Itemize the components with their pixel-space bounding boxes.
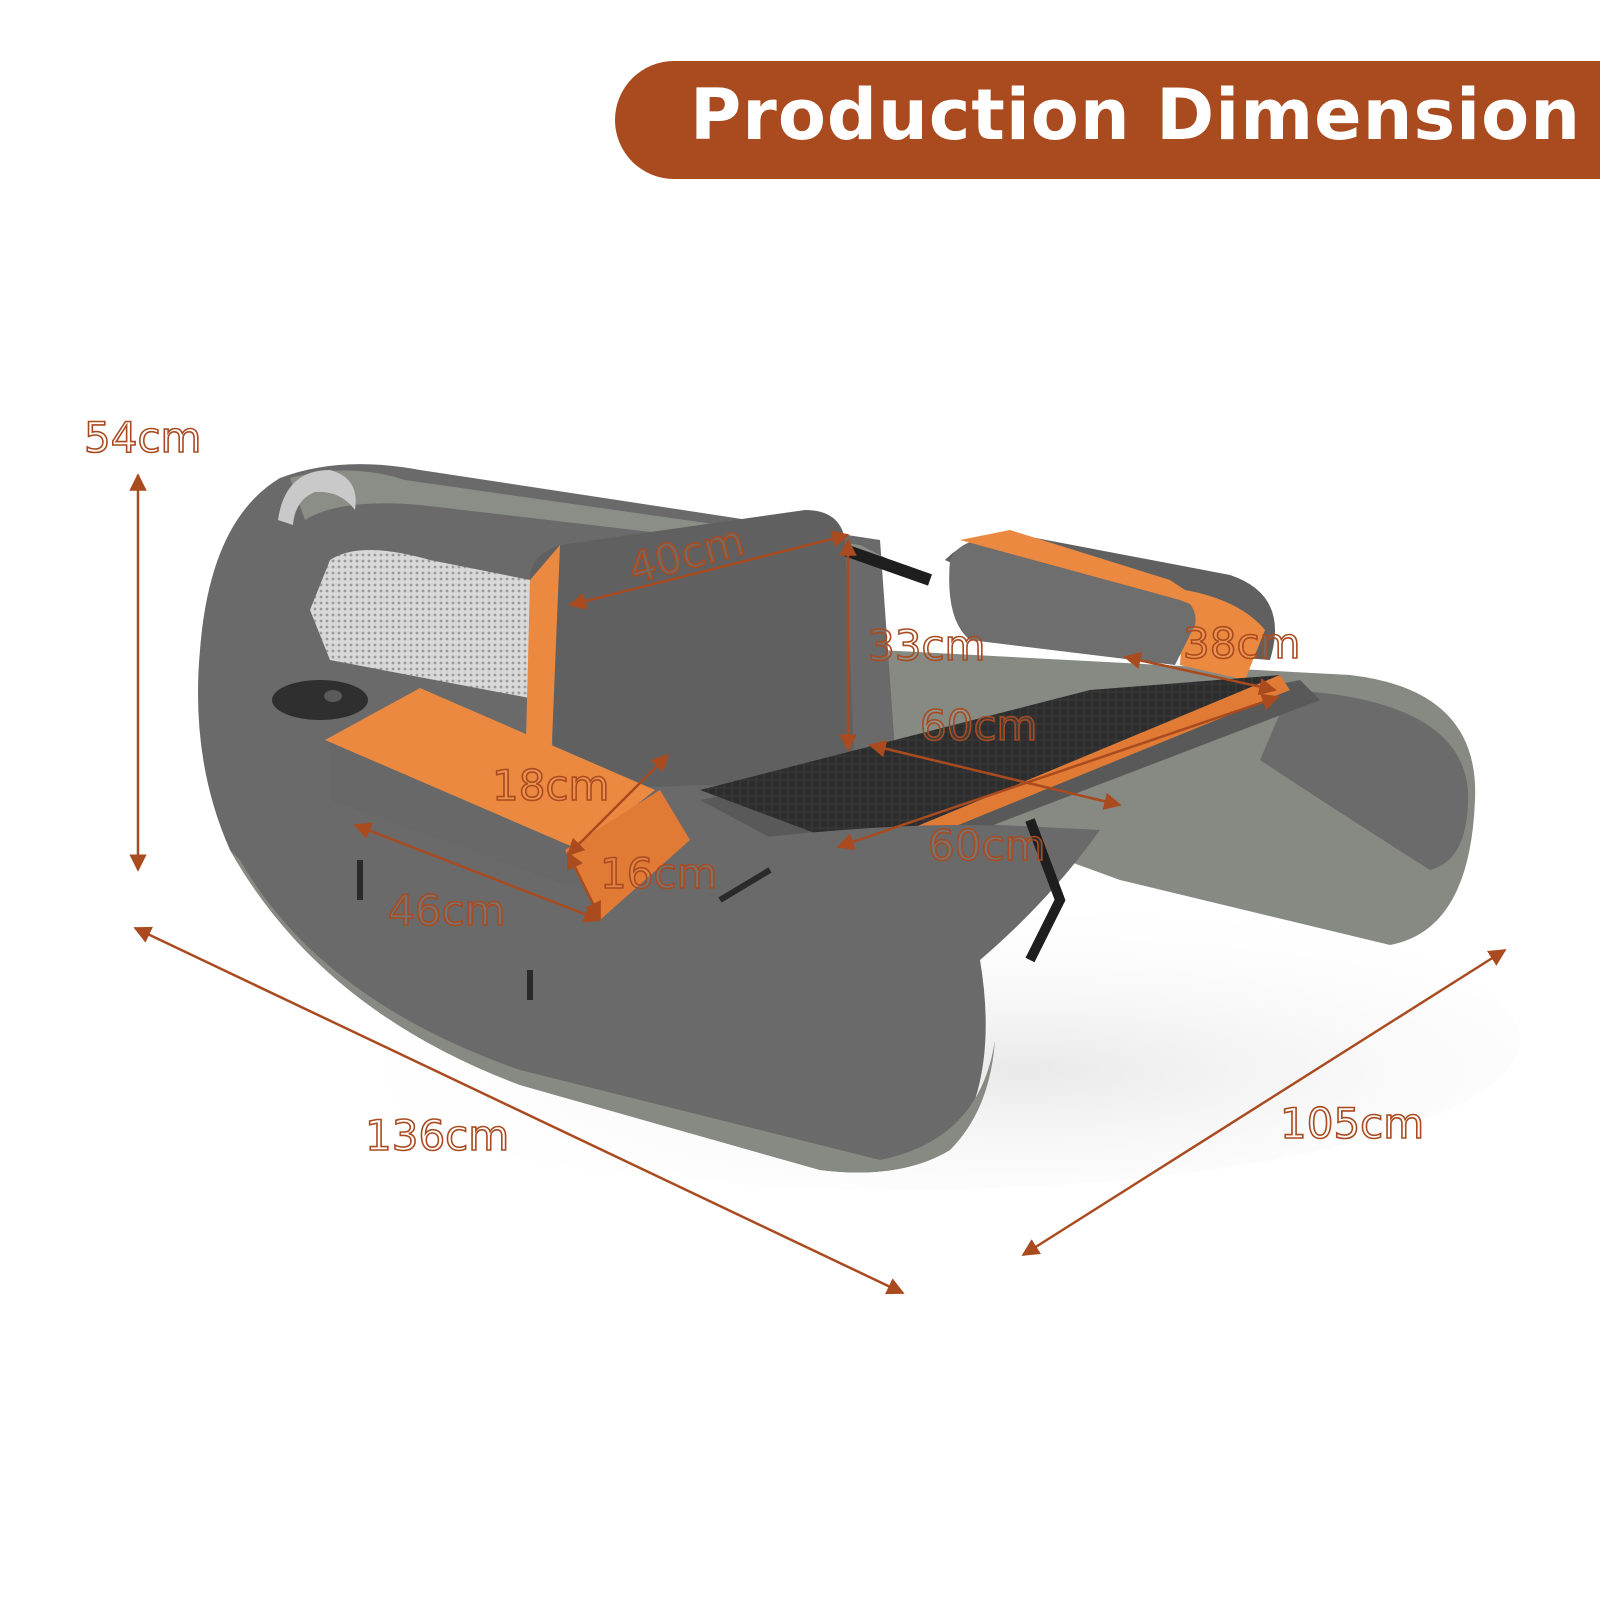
page-title: Production Dimension (690, 74, 1582, 156)
mesh-window (310, 550, 540, 700)
carry-handle (278, 470, 356, 525)
height-label: 54cm (84, 413, 201, 462)
right-armrest (949, 540, 1196, 665)
pocket-depth-label: 16cm (600, 849, 717, 898)
length-label: 136cm (365, 1111, 509, 1160)
pocket-length-label: 46cm (388, 886, 505, 935)
pocket-height-label: 18cm (492, 761, 609, 810)
backrest-width-arrow (568, 530, 850, 610)
width-label: 105cm (1280, 1099, 1424, 1148)
backrest-height-label: 33cm (868, 621, 985, 670)
seat-width-arrow (836, 693, 1280, 851)
side-width-arrow (1123, 651, 1277, 696)
valve (272, 680, 368, 720)
width-arrow (1021, 948, 1507, 1257)
seat-width-label: 60cm (928, 821, 1045, 870)
length-arrow (133, 926, 905, 1295)
side-width-label: 38cm (1183, 619, 1300, 668)
pocket-length-arrow (353, 822, 602, 923)
title-banner (615, 61, 1600, 179)
seat-depth-label: 60cm (920, 701, 1037, 750)
